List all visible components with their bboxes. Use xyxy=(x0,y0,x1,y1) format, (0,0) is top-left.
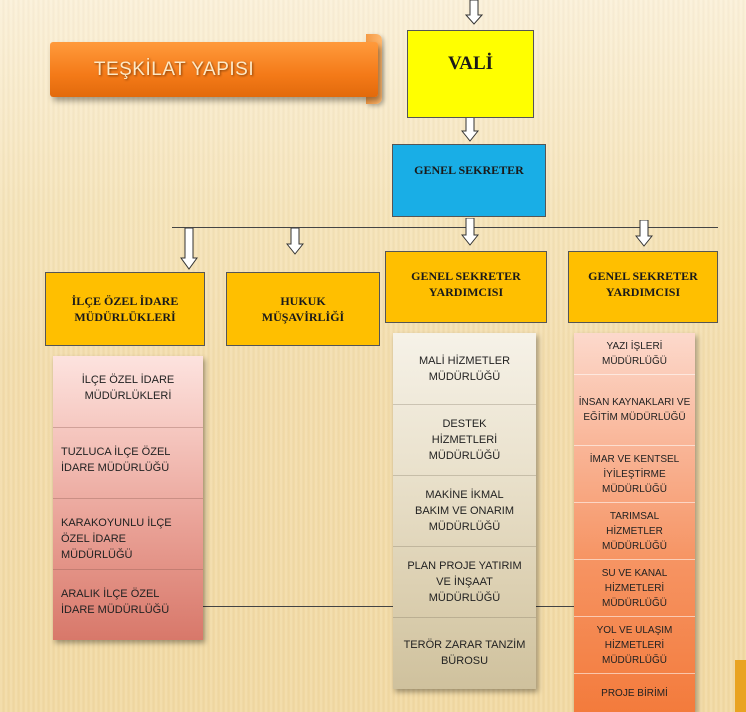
arrow-down-icon xyxy=(461,218,479,246)
genel-sekreter-box: GENEL SEKRETER xyxy=(392,144,546,217)
vali-box: VALİ xyxy=(407,30,534,118)
gsy-left-units-column: MALİ HİZMETLER MÜDÜRLÜĞÜ DESTEK HİZMETLE… xyxy=(393,333,536,689)
arrow-down-icon xyxy=(465,0,483,25)
list-item: TUZLUCA İLÇE ÖZEL İDARE MÜDÜRLÜĞÜ xyxy=(53,427,203,498)
genel-sekreter-yardimcisi-right-box: GENEL SEKRETER YARDIMCISI xyxy=(568,251,718,323)
list-item: PROJE BİRİMİ xyxy=(574,673,695,712)
list-item: YOL VE ULAŞIM HİZMETLERİ MÜDÜRLÜĞÜ xyxy=(574,616,695,673)
list-item: İNSAN KAYNAKLARI VE EĞİTİM MÜDÜRLÜĞÜ xyxy=(574,374,695,445)
ilce-ozel-idare-box: İLÇE ÖZEL İDARE MÜDÜRLÜKLERİ xyxy=(45,272,205,346)
gsy-right-label: GENEL SEKRETER YARDIMCISI xyxy=(588,269,698,299)
list-item: YAZI İŞLERİ MÜDÜRLÜĞÜ xyxy=(602,340,667,367)
hukuk-musavirligi-box: HUKUK MÜŞAVİRLİĞİ xyxy=(226,272,380,346)
slide-edge-accent xyxy=(735,660,746,712)
arrow-down-icon xyxy=(461,115,479,142)
list-item: MAKİNE İKMAL BAKIM VE ONARIM MÜDÜRLÜĞÜ xyxy=(393,475,536,546)
gsy-left-label: GENEL SEKRETER YARDIMCISI xyxy=(411,269,521,299)
list-item: SU VE KANAL HİZMETLERİ MÜDÜRLÜĞÜ xyxy=(574,559,695,616)
hukuk-label: HUKUK MÜŞAVİRLİĞİ xyxy=(261,294,345,324)
list-item: PLAN PROJE YATIRIM VE İNŞAAT MÜDÜRLÜĞÜ xyxy=(393,546,536,617)
list-item: DESTEK HİZMETLERİ MÜDÜRLÜĞÜ xyxy=(393,404,536,475)
genel-sekreter-yardimcisi-left-box: GENEL SEKRETER YARDIMCISI xyxy=(385,251,547,323)
list-item: TARIMSAL HİZMETLER MÜDÜRLÜĞÜ xyxy=(574,502,695,559)
page-title: TEŞKİLAT YAPISI xyxy=(93,58,255,80)
bottom-connector-left xyxy=(203,606,393,607)
arrow-down-icon xyxy=(286,228,304,255)
list-item: MALİ HİZMETLER MÜDÜRLÜĞÜ xyxy=(418,354,511,383)
title-banner: TEŞKİLAT YAPISI xyxy=(50,42,378,97)
genel-sekreter-label: GENEL SEKRETER xyxy=(414,163,524,177)
list-item: KARAKOYUNLU İLÇE ÖZEL İDARE MÜDÜRLÜĞÜ xyxy=(53,498,203,569)
bottom-connector-right xyxy=(536,606,574,607)
arrow-down-icon xyxy=(635,220,653,247)
ilce-mudurlukleri-column: İLÇE ÖZEL İDARE MÜDÜRLÜKLERİ TUZLUCA İLÇ… xyxy=(53,356,203,640)
branch-connector-line xyxy=(172,227,718,228)
list-item: İLÇE ÖZEL İDARE MÜDÜRLÜKLERİ xyxy=(81,374,175,402)
vali-label: VALİ xyxy=(447,53,494,74)
list-item: İMAR VE KENTSEL İYİLEŞTİRME MÜDÜRLÜĞÜ xyxy=(574,445,695,502)
gsy-right-units-column: YAZI İŞLERİ MÜDÜRLÜĞÜ İNSAN KAYNAKLARI V… xyxy=(574,333,695,712)
list-item: TERÖR ZARAR TANZİM BÜROSU xyxy=(393,617,536,688)
ilce-ozel-idare-label: İLÇE ÖZEL İDARE MÜDÜRLÜKLERİ xyxy=(71,294,179,324)
arrow-down-icon xyxy=(180,228,198,270)
list-item: ARALIK İLÇE ÖZEL İDARE MÜDÜRLÜĞÜ xyxy=(53,569,203,640)
